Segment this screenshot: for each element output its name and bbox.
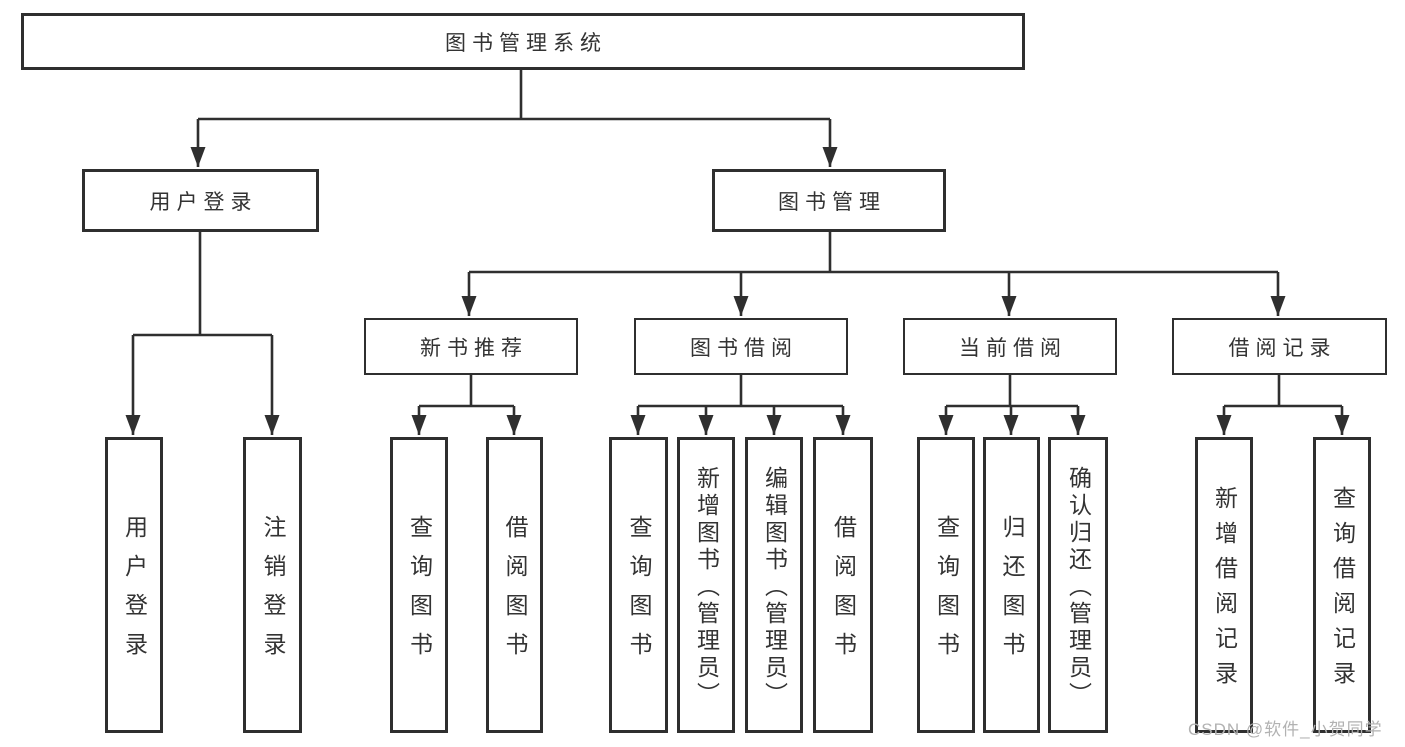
- node-label: 当前借阅: [959, 336, 1067, 360]
- leaf-borrow-book: 借阅图书: [813, 437, 873, 733]
- node-label: 新书推荐: [420, 336, 528, 360]
- node-book-management: 图书管理: [712, 169, 946, 232]
- connector-borrow-record-children: [1216, 375, 1350, 435]
- node-label: 确认归还（管理员）: [1065, 465, 1092, 709]
- node-label: 用户登录: [149, 190, 258, 214]
- node-root-system: 图书管理系统: [21, 13, 1025, 70]
- leaf-query-book-borrow: 查询图书: [609, 437, 668, 733]
- node-label: 查询借阅记录: [1329, 486, 1356, 696]
- node-label: 查询图书: [933, 515, 960, 671]
- leaf-confirm-return-admin: 确认归还（管理员）: [1048, 437, 1108, 733]
- leaf-query-book-current: 查询图书: [917, 437, 975, 733]
- node-label: 用户登录: [121, 515, 148, 671]
- node-label: 借阅图书: [502, 515, 528, 671]
- node-label: 归还图书: [999, 515, 1025, 671]
- leaf-logout: 注销登录: [243, 437, 302, 733]
- node-label: 图书管理系统: [445, 31, 607, 55]
- node-label: 编辑图书（管理员）: [761, 465, 788, 709]
- node-user-login: 用户登录: [82, 169, 319, 232]
- leaf-return-book: 归还图书: [983, 437, 1040, 733]
- leaf-edit-book-admin: 编辑图书（管理员）: [745, 437, 803, 733]
- leaf-add-borrow-record: 新增借阅记录: [1195, 437, 1253, 733]
- connector-root-to-level2: [190, 70, 838, 167]
- connector-user-login-children: [125, 232, 280, 435]
- node-label: 新增借阅记录: [1211, 486, 1238, 696]
- watermark: CSDN @软件_小贺同学: [1188, 720, 1383, 739]
- node-label: 借阅记录: [1228, 336, 1337, 360]
- connector-new-book-rec-children: [411, 375, 522, 435]
- leaf-add-book-admin: 新增图书（管理员）: [677, 437, 735, 733]
- connector-book-mgmt-children: [461, 232, 1286, 316]
- node-label: 查询图书: [626, 515, 652, 671]
- leaf-borrow-book-recommend: 借阅图书: [486, 437, 543, 733]
- node-borrow-record: 借阅记录: [1172, 318, 1387, 375]
- connector-current-borrow-children: [938, 375, 1086, 435]
- node-book-borrow: 图书借阅: [634, 318, 848, 375]
- node-label: 注销登录: [260, 515, 286, 671]
- leaf-user-login: 用户登录: [105, 437, 163, 733]
- node-label: 新增图书（管理员）: [693, 465, 720, 709]
- node-label: 查询图书: [406, 515, 433, 671]
- leaf-query-book-recommend: 查询图书: [390, 437, 448, 733]
- node-new-book-recommend: 新书推荐: [364, 318, 578, 375]
- connector-book-borrow-children: [630, 375, 851, 435]
- node-label: 借阅图书: [830, 515, 857, 671]
- leaf-query-borrow-record: 查询借阅记录: [1313, 437, 1371, 733]
- node-label: 图书管理: [778, 190, 886, 214]
- node-current-borrow: 当前借阅: [903, 318, 1117, 375]
- node-label: 图书借阅: [690, 336, 798, 360]
